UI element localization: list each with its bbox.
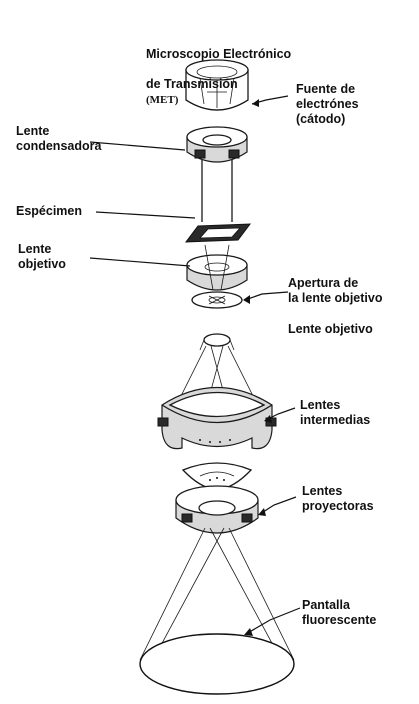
intermediate-lenses: [158, 388, 276, 449]
label-fuente: Fuente de electrónes (cátodo): [296, 82, 359, 127]
label-proyectoras: Lentes proyectoras: [302, 484, 374, 514]
label-apertura: Apertura de la lente objetivo: [288, 276, 382, 306]
label-pantalla: Pantalla fluorescente: [302, 598, 376, 628]
objective-lens: [187, 245, 247, 290]
title-abbrev: (MET): [146, 94, 178, 106]
label-condensadora: Lente condensadora: [16, 124, 101, 154]
label-intermedias: Lentes intermedias: [300, 398, 370, 428]
column-tube: [202, 160, 232, 222]
title-line2: de Transmisión: [146, 77, 238, 91]
leader-lines: [90, 96, 300, 636]
title-line1: Microscopio Electrónico: [146, 47, 291, 61]
condenser-lens: [187, 127, 247, 162]
label-objetivo-right: Lente objetivo: [288, 322, 373, 337]
objective-aperture: [192, 292, 242, 308]
label-objetivo-left: Lente objetivo: [18, 242, 66, 272]
specimen: [186, 224, 250, 242]
fluorescent-screen: [140, 634, 294, 694]
projector-lenses: [176, 486, 258, 533]
diagram-title: Microscopio Electrónico de Transmisión (…: [146, 32, 291, 108]
label-especimen: Espécimen: [16, 204, 82, 219]
